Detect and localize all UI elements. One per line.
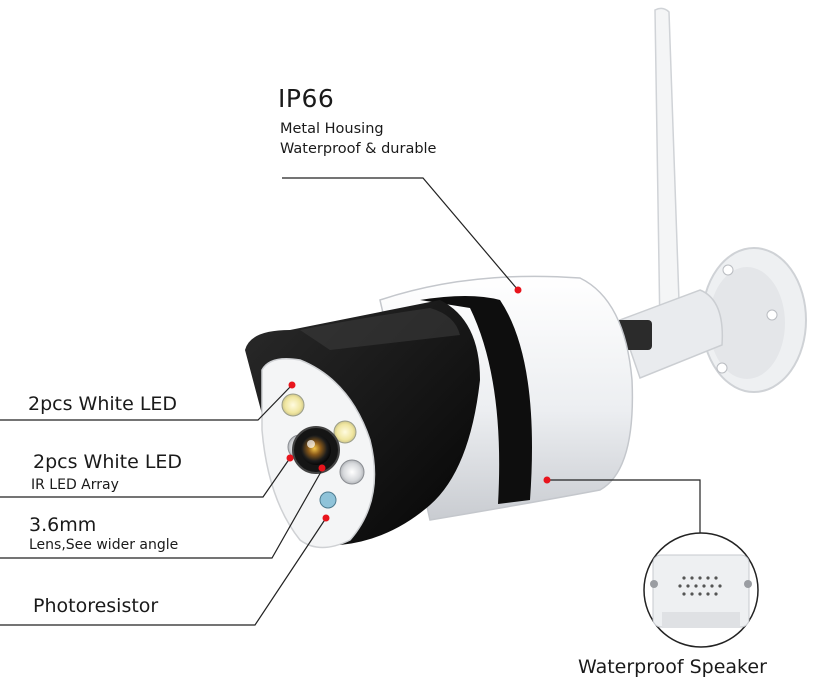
photoresistor-label: Photoresistor [33,595,159,617]
ir-led-label: IR LED Array [31,477,119,493]
ip-rating-line2: Waterproof & durable [280,141,437,157]
ip-rating-line1: Metal Housing [280,121,384,137]
white-led-label-2: 2pcs White LED [33,451,183,473]
lens-size-label: 3.6mm [29,514,97,536]
lens-desc-label: Lens,See wider angle [29,537,179,553]
speaker-grille-icon [643,532,759,648]
speaker-label: Waterproof Speaker [578,656,767,678]
white-led-label-1: 2pcs White LED [28,393,178,415]
callout-markers [286,286,551,522]
callout-lines [0,177,701,626]
ip-rating-title: IP66 [278,84,335,113]
